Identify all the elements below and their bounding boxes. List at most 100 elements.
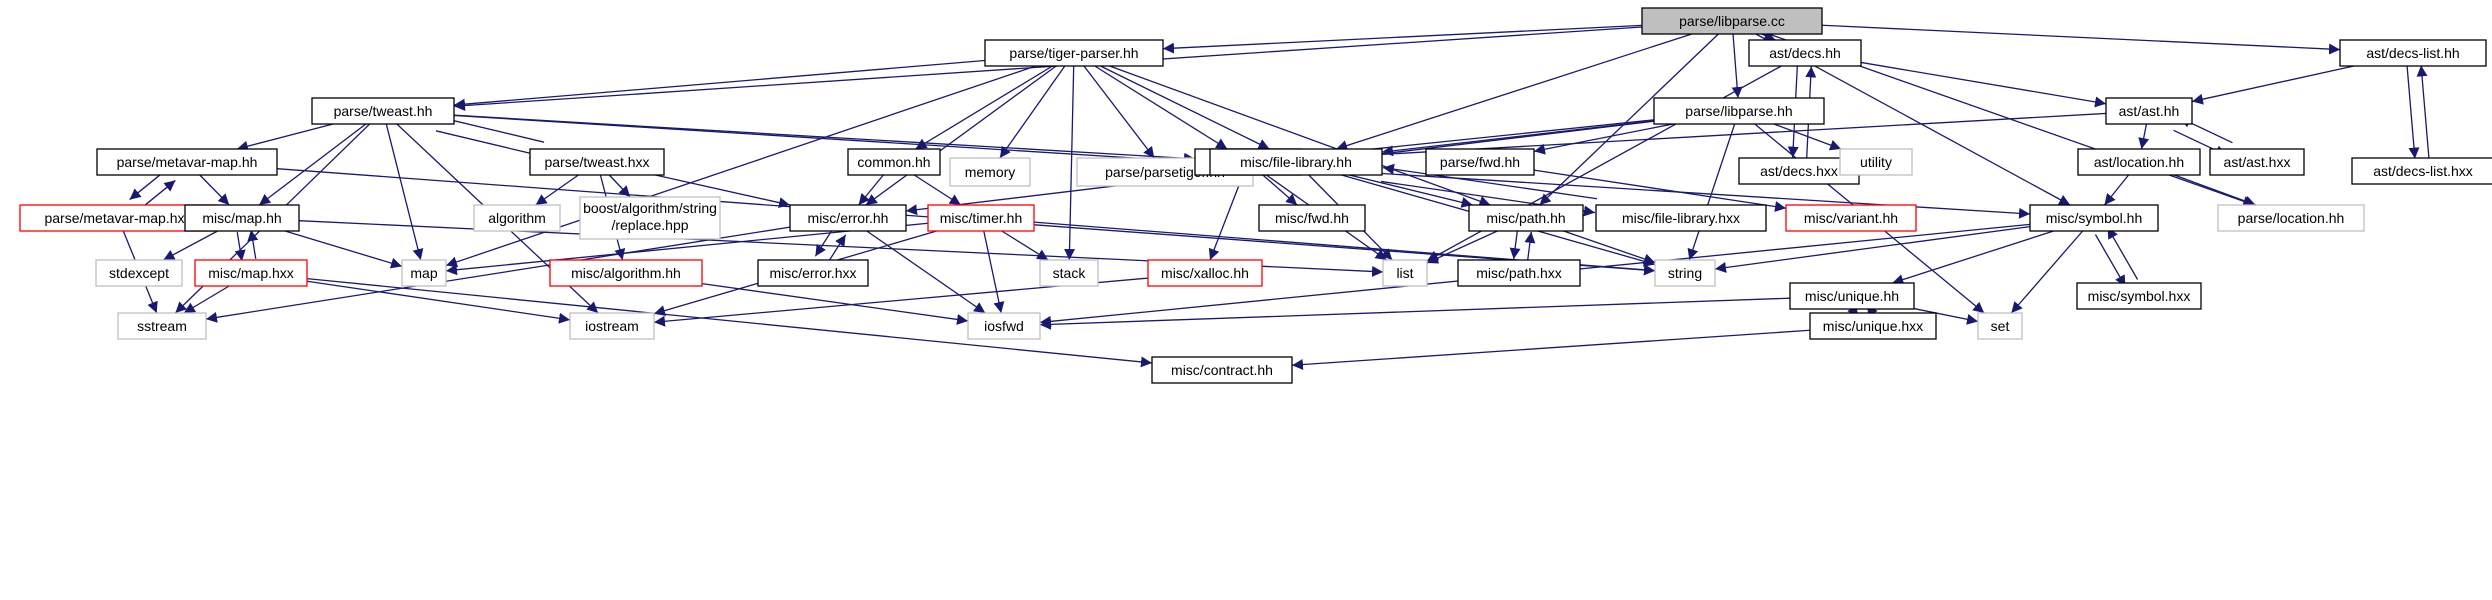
node-misc-variant-hh[interactable]: misc/variant.hh	[1785, 204, 1917, 232]
node-box	[1595, 204, 1767, 232]
node-misc-error-hh[interactable]: misc/error.hh	[789, 204, 907, 232]
node-iostream[interactable]: iostream	[569, 312, 655, 340]
node-parse-location-hh[interactable]: parse/location.hh	[2217, 204, 2365, 232]
node-label: ast/location.hh	[2094, 154, 2184, 170]
node-box	[549, 259, 703, 287]
node-box	[1641, 7, 1823, 35]
node-misc-error-hxx[interactable]: misc/error.hxx	[757, 259, 869, 287]
node-box	[949, 157, 1031, 187]
node-label: misc/map.hxx	[208, 265, 294, 281]
node-iosfwd[interactable]: iosfwd	[967, 312, 1041, 340]
node-label: parse/tweast.hh	[334, 103, 433, 119]
node-stack[interactable]: stack	[1039, 259, 1099, 287]
edge-ast_decs_list_hh-to-ast_ast_hh	[2191, 65, 2354, 105]
node-ast-decs-list-hh[interactable]: ast/decs-list.hh	[2339, 39, 2487, 67]
node-box	[1382, 259, 1428, 287]
node-stdexcept[interactable]: stdexcept	[95, 259, 183, 287]
edge-misc_map_hh-to-misc_map_hxx	[234, 232, 246, 262]
node-misc-map-hxx[interactable]: misc/map.hxx	[194, 259, 308, 287]
node-label: misc/symbol.hxx	[2088, 288, 2191, 304]
node-ast-location-hh[interactable]: ast/location.hh	[2077, 148, 2201, 176]
node-label: misc/fwd.hh	[1275, 210, 1349, 226]
node-memory[interactable]: memory	[949, 157, 1031, 187]
node-misc-map-hh[interactable]: misc/map.hh	[184, 204, 300, 232]
edge-parse_tweast_hh-to-metavar_hh	[236, 123, 334, 152]
node-label: map	[410, 265, 437, 281]
node-set[interactable]: set	[1977, 312, 2023, 340]
node-label: sstream	[137, 318, 187, 334]
node-tiger-parser[interactable]: parse/tiger-parser.hh	[984, 39, 1164, 67]
edge-parse_tweast_hh-to-misc_map_hh	[258, 123, 367, 206]
edge-misc_map_hh-to-stdexcept	[163, 230, 218, 261]
edge-misc_path_hh-to-misc_path_hxx	[1509, 230, 1521, 260]
node-misc-symbol-hxx[interactable]: misc/symbol.hxx	[2076, 282, 2202, 310]
node-label: parse/fwd.hh	[1440, 154, 1520, 170]
node-label: iosfwd	[984, 318, 1024, 334]
node-misc-algorithm-hh[interactable]: misc/algorithm.hh	[549, 259, 703, 287]
node-map[interactable]: map	[401, 259, 447, 287]
node-label: ast/ast.hh	[2119, 103, 2180, 119]
node-misc-path-hh[interactable]: misc/path.hh	[1468, 204, 1584, 232]
node-ast-decs-hxx[interactable]: ast/decs.hxx	[1738, 157, 1860, 185]
node-box	[1654, 259, 1716, 287]
edge-misc_timer_hh-to-iosfwd	[983, 230, 1005, 314]
node-list[interactable]: list	[1382, 259, 1428, 287]
edge-ast_ast_hh-to-ast_location_hh	[2138, 123, 2150, 150]
node-misc-xalloc-hh[interactable]: misc/xalloc.hh	[1147, 259, 1263, 287]
node-label: misc/file-library.hxx	[1622, 210, 1740, 226]
node-box	[2339, 39, 2487, 67]
node-box	[1258, 204, 1366, 232]
node-label: ast/decs-list.hxx	[2373, 163, 2473, 179]
node-metavar-hxx[interactable]: parse/metavar-map.hxx	[19, 204, 217, 232]
node-root[interactable]: parse/libparse.cc	[1641, 7, 1823, 35]
node-box	[2217, 204, 2365, 232]
node-label: misc/error.hh	[808, 210, 889, 226]
edge-tiger_parser-to-parsetiger	[1083, 65, 1155, 159]
edge-root-to-tiger_parser	[1162, 24, 1643, 54]
node-parse-tweast-hh[interactable]: parse/tweast.hh	[311, 97, 455, 125]
edge-ast_decs_list_hxx-to-ast_decs_list_hh	[2416, 65, 2430, 158]
node-label: misc/error.hxx	[769, 265, 856, 281]
node-ast-decs-hh[interactable]: ast/decs.hh	[1748, 39, 1862, 67]
node-box	[2029, 204, 2159, 232]
node-label: string	[1668, 265, 1702, 281]
node-tweast-hxx[interactable]: parse/tweast.hxx	[529, 148, 665, 176]
node-box	[529, 148, 665, 176]
node-metavar-hh[interactable]: parse/metavar-map.hh	[96, 148, 278, 176]
node-box	[1209, 148, 1383, 176]
node-label: ast/decs.hh	[1769, 45, 1841, 61]
node-libparse-hh[interactable]: parse/libparse.hh	[1653, 97, 1825, 125]
node-utility[interactable]: utility	[1839, 148, 1913, 176]
node-parse-fwd-hh[interactable]: parse/fwd.hh	[1425, 148, 1535, 176]
node-algorithm[interactable]: algorithm	[473, 204, 561, 232]
node-misc-symbol-hh[interactable]: misc/symbol.hh	[2029, 204, 2159, 232]
node-box	[1977, 312, 2023, 340]
node-label: misc/contract.hh	[1171, 362, 1273, 378]
edge-root-to-ast_decs_list_hh	[1821, 24, 2341, 55]
edge-misc_path_hh-to-list	[1426, 230, 1498, 264]
node-sstream[interactable]: sstream	[117, 312, 207, 340]
node-misc-unique-hh[interactable]: misc/unique.hh	[1789, 282, 1915, 310]
node-ast-ast-hh[interactable]: ast/ast.hh	[2105, 97, 2193, 125]
node-boost-replace[interactable]: boost/algorithm/string/replace.hpp	[579, 196, 721, 240]
node-file-library-hh[interactable]: misc/file-library.hh	[1209, 148, 1383, 176]
node-ast-decs-list-hxx[interactable]: ast/decs-list.hxx	[2351, 157, 2492, 185]
node-misc-path-hxx[interactable]: misc/path.hxx	[1457, 259, 1581, 287]
node-misc-contract-hh[interactable]: misc/contract.hh	[1151, 356, 1293, 384]
node-box	[1457, 259, 1581, 287]
node-misc-fwd-hh[interactable]: misc/fwd.hh	[1258, 204, 1366, 232]
node-label: parse/libparse.hh	[1685, 103, 1792, 119]
node-ast-ast-hxx[interactable]: ast/ast.hxx	[2209, 148, 2305, 176]
node-misc-unique-hxx[interactable]: misc/unique.hxx	[1809, 312, 1937, 340]
node-common-hh[interactable]: common.hh	[847, 148, 941, 176]
node-label: parse/tiger-parser.hh	[1009, 45, 1138, 61]
node-label: misc/unique.hxx	[1823, 318, 1923, 334]
node-misc-timer-hh[interactable]: misc/timer.hh	[927, 204, 1035, 232]
node-string[interactable]: string	[1654, 259, 1716, 287]
node-label: misc/symbol.hh	[2046, 210, 2142, 226]
node-label-line: /replace.hpp	[611, 217, 688, 233]
edge-root-to-file_library_hh	[1335, 33, 1693, 151]
node-file-library-hxx[interactable]: misc/file-library.hxx	[1595, 204, 1767, 232]
node-box	[96, 148, 278, 176]
edge-tiger_parser-to-misc_path_hh	[1109, 65, 1491, 207]
